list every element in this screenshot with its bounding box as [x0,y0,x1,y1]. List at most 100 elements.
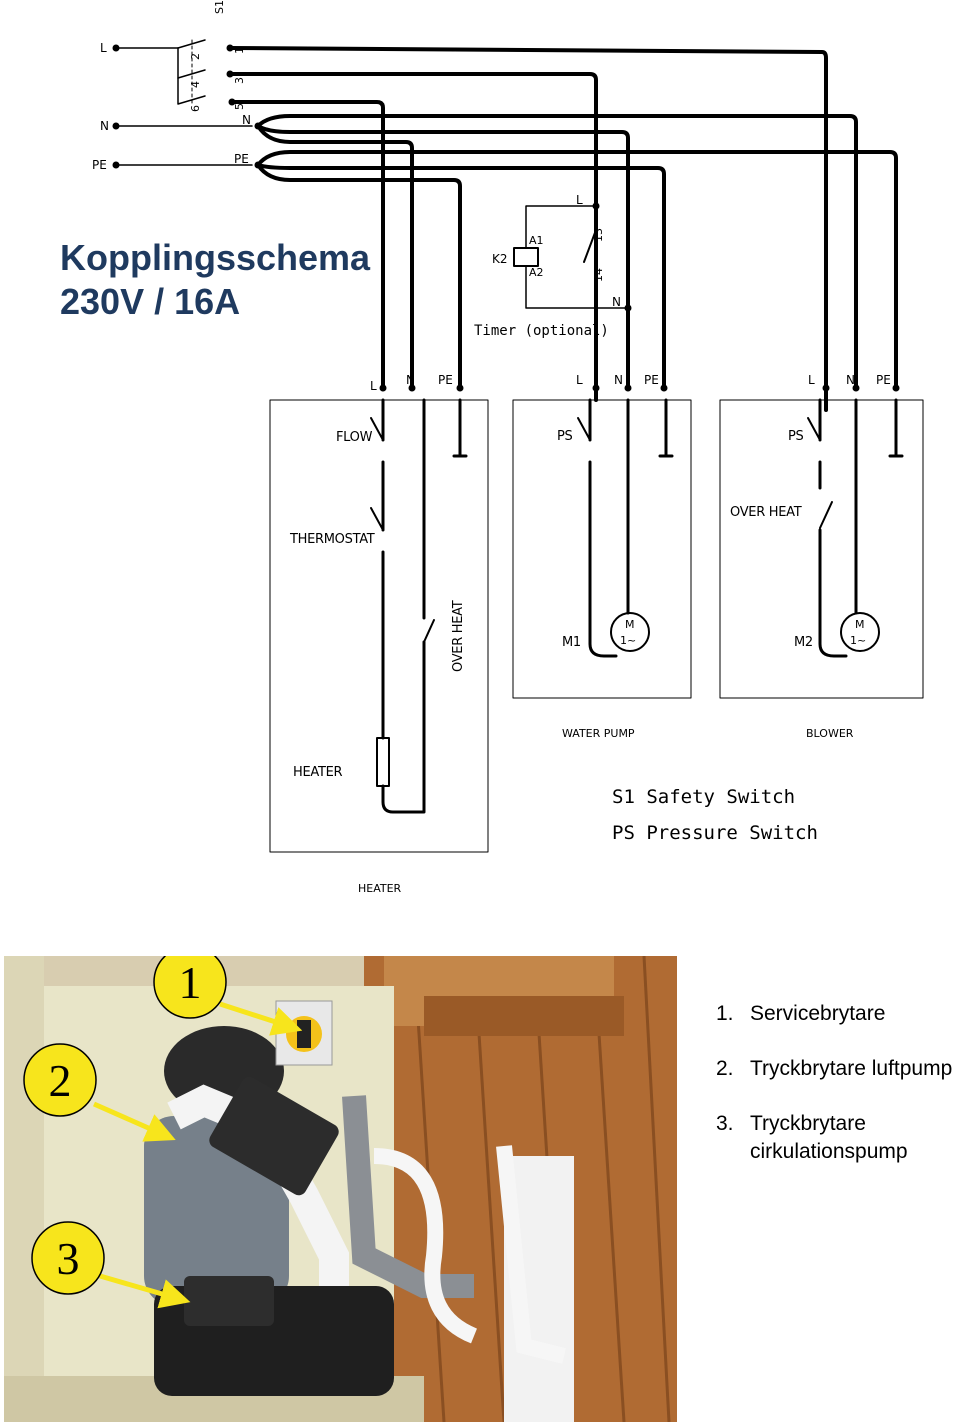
callout-circle-2 [23,1043,97,1117]
legend-item: 1. Servicebrytare [716,1000,960,1028]
title-line-1: Kopplingsschema [60,237,371,278]
n-bus-wire-3 [256,124,414,390]
pe-bus-wire-2 [256,163,666,390]
heater-control-box [209,1076,339,1196]
terminal-dot [228,98,236,106]
water-pump-box [512,399,692,699]
blower-terminal-n: N [846,373,855,387]
terminal-dot [660,384,668,392]
l-input-label: L [100,41,107,55]
thermostat-switch [370,507,384,531]
terminal-dot [112,44,120,52]
callout-circle-1 [153,956,227,1019]
terminal-dot [592,384,600,392]
flow-switch [370,417,384,441]
s1-terminal-2: 2 [189,53,202,60]
photo-legend: 1. Servicebrytare 2. Tryckbrytare luftpu… [716,1000,960,1166]
legend-item: 2. Tryckbrytare luftpump [716,1055,960,1083]
blower-terminal-pe: PE [876,373,891,387]
s1-contact-3 [177,77,206,105]
heater-terminal-pe: PE [438,373,453,387]
terminal-dot [624,384,632,392]
heater-over-heat-label: OVER HEAT [451,600,466,672]
legend-text: Servicebrytare [750,1002,886,1025]
timer-contact [583,229,597,263]
terminal-dot [112,161,120,169]
blower-caption: BLOWER [806,727,854,740]
hose [373,1148,478,1344]
legend-number: 2. [716,1057,734,1080]
m1-label: M1 [562,635,581,650]
n-bus-label: N [242,113,251,127]
timer-n-label: N [612,295,621,309]
legend-number: 3. [716,1112,734,1135]
heater-terminal-n: N [406,373,415,387]
pipes [342,1095,474,1298]
cabinet-left-wall [4,956,44,1422]
terminal-dot [456,384,464,392]
pe-bus-wire [256,150,898,390]
timer-l-label: L [576,193,583,207]
n-input-label: N [100,119,109,133]
timer-relay-label: K2 [492,252,508,266]
s1-label: S1 [213,0,226,14]
s1-contact-1 [177,39,206,49]
callout-arrow-1 [219,1001,303,1036]
l-bus-wire [228,46,828,412]
callout-number-3: 3 [57,1233,80,1284]
pump-terminal-pe: PE [644,373,659,387]
heater-return-wire [381,640,426,814]
hose [496,1145,566,1364]
terminal-dot [226,70,234,78]
s1-terminal-4: 4 [189,81,202,88]
timer-14-label: 14 [592,268,605,282]
heater-caption: HEATER [358,882,402,895]
m2-label: M2 [794,635,813,650]
m2-motor [840,612,880,652]
terminal-dot [852,384,860,392]
callout-number-1: 1 [179,957,202,1008]
m1-m-label: M [625,618,635,631]
s1-terminal-3: 3 [233,77,246,84]
s1-terminal-6: 6 [189,105,202,112]
terminal-dot [408,384,416,392]
l-bus-wire-3 [230,100,385,390]
callout-arrow-2 [92,1101,176,1142]
timer-caption: Timer (optional) [474,323,609,339]
pump-ps-label: PS [557,429,573,444]
pump-terminal-l: L [576,373,583,387]
terminal-dot [379,384,387,392]
installation-photo: 1 2 3 [4,956,677,1422]
terminal-dot [254,122,262,130]
m2-m-label: M [855,618,865,631]
pump-ps-switch [577,417,591,441]
l-bus-wire-2 [228,72,598,402]
timer-13-label: 13 [592,228,605,242]
terminal-dot [892,384,900,392]
heater-element [376,737,390,787]
terminal-dot [112,122,120,130]
legend-item: 3. Tryckbrytare cirkulationspump [716,1110,960,1166]
abbr-legend-ps: PS Pressure Switch [612,822,818,844]
pe-bus-label: PE [234,152,249,166]
water-pump-caption: WATER PUMP [562,727,635,740]
blower-l-wire-3 [818,528,848,658]
m2-phase-label: 1~ [850,634,866,647]
callout-number-2: 2 [49,1055,72,1106]
timer-coil [513,247,539,267]
blower-terminal-l: L [808,373,815,387]
timer-a2-label: A2 [529,266,544,279]
abbr-legend-s1: S1 Safety Switch [612,786,795,808]
flow-label: FLOW [336,430,373,445]
s1-terminal-1: 1 [233,47,246,54]
m1-motor [610,612,650,652]
page-title: Kopplingsschema 230V / 16A [60,236,370,324]
timer-coil-wire-a1 [525,205,597,249]
terminal-dot [592,202,600,210]
terminal-dot [822,384,830,392]
thermostat-label: THERMOSTAT [289,532,375,547]
timer-coil-wire-a2 [525,265,629,309]
blower-ps-switch [807,417,821,441]
title-line-2: 230V / 16A [60,281,241,322]
s1-terminal-5: 5 [233,103,246,110]
